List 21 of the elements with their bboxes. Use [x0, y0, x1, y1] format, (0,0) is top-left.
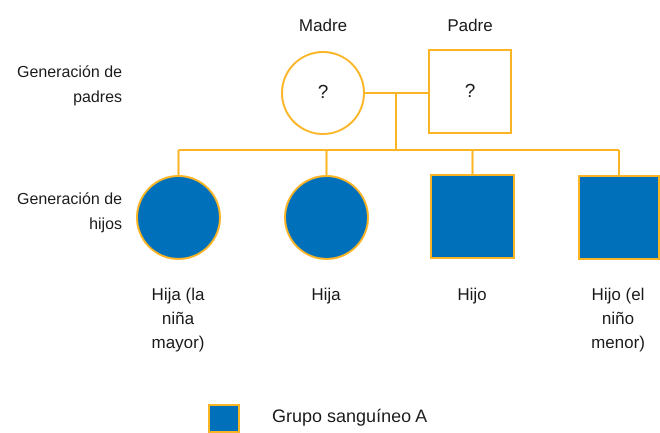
connector-line: [472, 150, 474, 174]
connector-line: [618, 150, 620, 175]
connector-line: [395, 92, 397, 150]
node-label: Hija (la niña mayor): [150, 284, 206, 354]
unknown-mark: ?: [464, 80, 476, 102]
square-symbol: [578, 175, 660, 260]
node-label: Padre: [446, 15, 494, 37]
connector-line: [365, 92, 428, 94]
unknown-mark: ?: [318, 82, 328, 104]
connector-line: [326, 150, 328, 175]
generation-label: Generación de hijos: [16, 190, 122, 235]
connector-line: [178, 150, 180, 175]
node-label: Hijo: [456, 284, 488, 306]
square-symbol: [430, 174, 515, 259]
node-label: Hijo (el niño menor): [590, 284, 646, 354]
connector-line: [178, 149, 619, 151]
square-symbol: [428, 49, 512, 134]
generation-label: Generación de padres: [16, 63, 122, 108]
node-label: Madre: [298, 15, 348, 37]
node-label: Hija: [310, 284, 342, 306]
legend-text: Grupo sanguíneo A: [272, 406, 428, 427]
